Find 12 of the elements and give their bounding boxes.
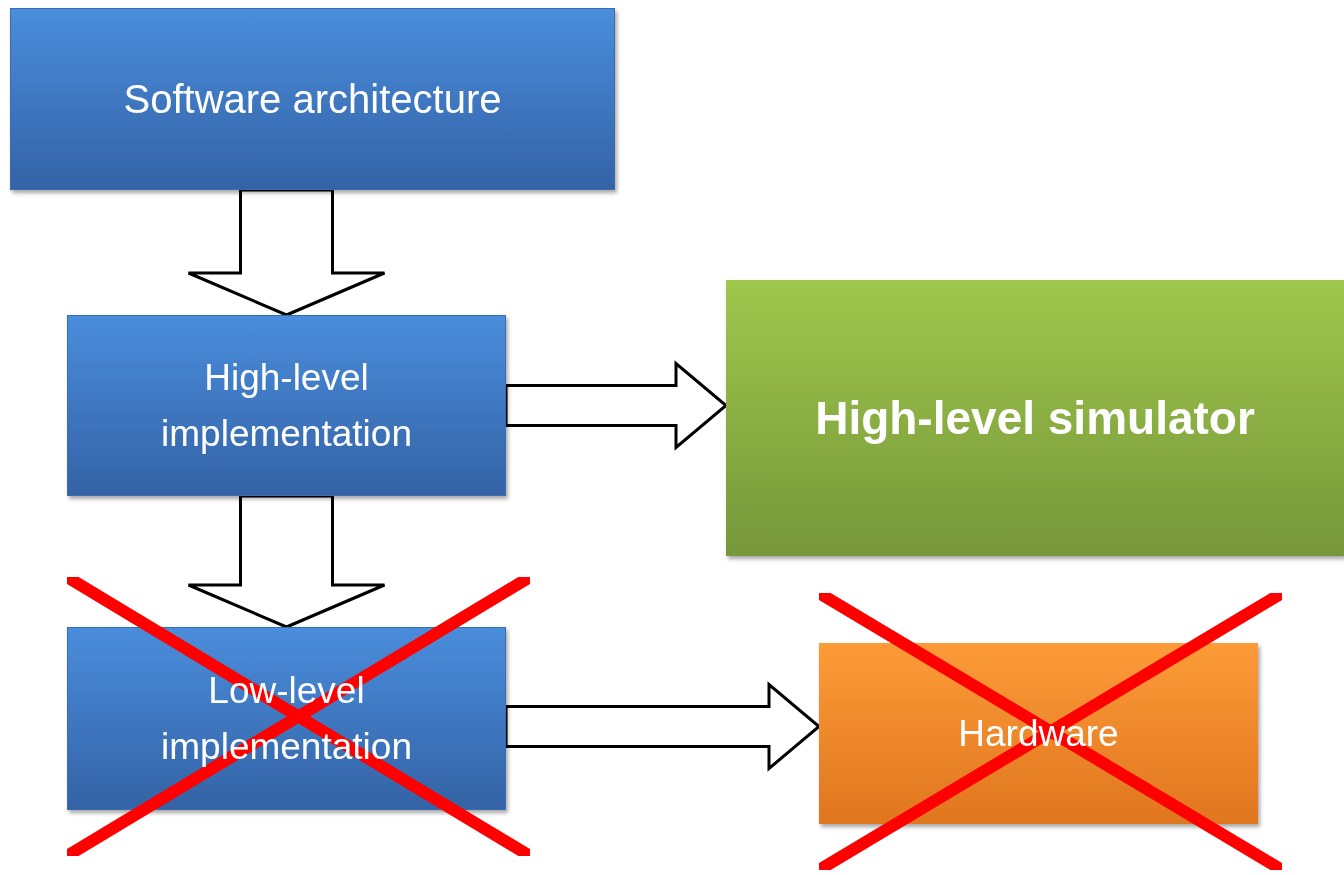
node-label: Software architecture [123, 76, 502, 123]
process-box [67, 315, 506, 496]
block-arrow [187, 494, 386, 629]
hardware-box [819, 643, 1258, 824]
process-box [67, 627, 506, 810]
block-arrow [187, 188, 386, 317]
process-box [10, 8, 615, 190]
simulator-box [726, 280, 1344, 556]
node-label: High-level simulator [815, 390, 1255, 446]
block-arrow [504, 360, 729, 451]
block-arrow [504, 681, 822, 772]
node-label: High-level implementation [160, 356, 413, 456]
